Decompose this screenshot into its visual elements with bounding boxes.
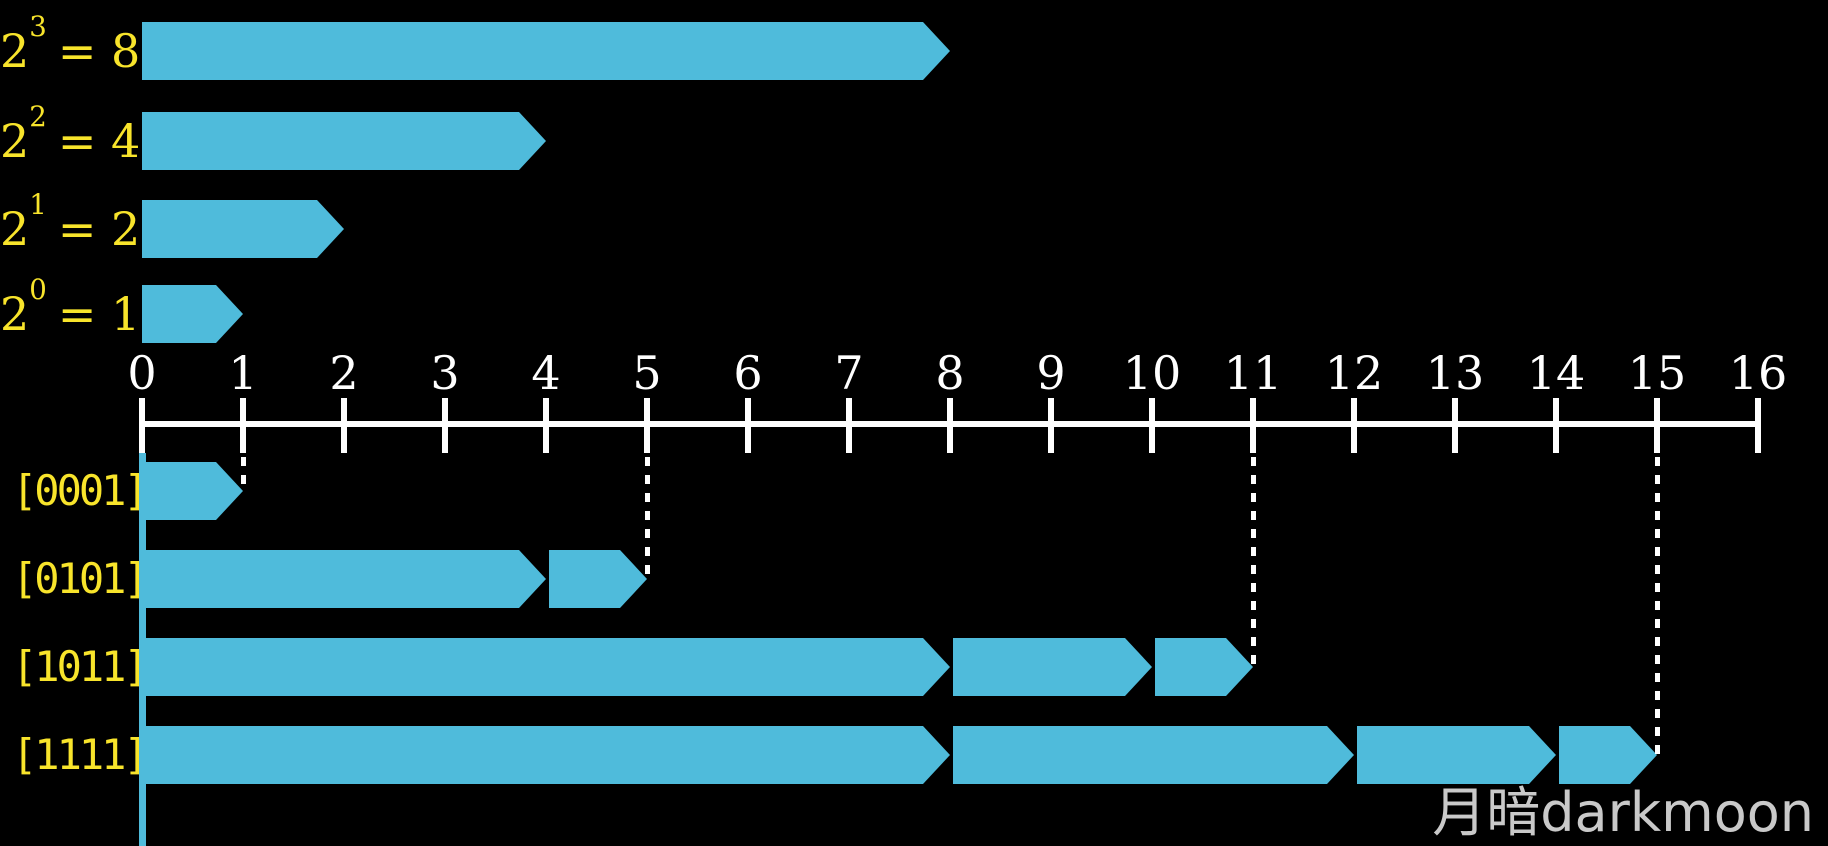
- tick-label: 1: [228, 346, 258, 400]
- power-row-label-part: 2: [0, 287, 30, 341]
- tick-label: 4: [531, 346, 561, 400]
- tick-label: 5: [632, 346, 662, 400]
- tick-mark: [947, 398, 953, 453]
- power-row-label: 23 = 8: [0, 12, 140, 80]
- tick-mark: [1654, 398, 1660, 453]
- dotted-marker-line: [1251, 457, 1256, 667]
- tick-mark: [543, 398, 549, 453]
- tick-label: 0: [127, 346, 157, 400]
- tick-mark: [1351, 398, 1357, 453]
- tick-mark: [1553, 398, 1559, 453]
- tick-mark: [1149, 398, 1155, 453]
- power-row-label-part: = 8: [57, 24, 141, 78]
- power-row-label-part: 2: [0, 202, 30, 256]
- power-row-label-part: = 2: [57, 202, 141, 256]
- power-row-label-part: 1: [29, 187, 47, 221]
- power-bar-segment: [142, 22, 950, 80]
- binary-bar-segment: [1155, 638, 1253, 696]
- power-row-label-part: 2: [0, 114, 30, 168]
- tick-mark: [341, 398, 347, 453]
- tick-label: 14: [1526, 346, 1586, 400]
- tick-mark: [745, 398, 751, 453]
- tick-mark: [1250, 398, 1256, 453]
- tick-label: 9: [1036, 346, 1066, 400]
- binary-bar-segment: [142, 462, 243, 520]
- tick-label: 13: [1425, 346, 1485, 400]
- power-bar-segment: [142, 285, 243, 343]
- tick-mark: [1755, 398, 1761, 453]
- binary-row-label: [0001]: [12, 466, 149, 515]
- binary-row-label: [1011]: [12, 642, 149, 691]
- tick-mark: [644, 398, 650, 453]
- tick-label: 7: [834, 346, 864, 400]
- tick-mark: [1452, 398, 1458, 453]
- tick-label: 6: [733, 346, 763, 400]
- binary-row-label: [0101]: [12, 554, 149, 603]
- tick-label: 8: [935, 346, 965, 400]
- binary-bar-segment: [549, 550, 647, 608]
- tick-mark: [240, 398, 246, 453]
- binary-bar-segment: [142, 638, 950, 696]
- zero-axis-line: [139, 453, 146, 846]
- tick-label: 2: [329, 346, 359, 400]
- binary-row-label: [1111]: [12, 730, 149, 779]
- tick-mark: [846, 398, 852, 453]
- dotted-marker-line: [1655, 457, 1660, 755]
- power-row-label: 20 = 1: [0, 275, 140, 343]
- power-row-label-part: 3: [29, 9, 47, 43]
- tick-mark: [139, 398, 145, 453]
- power-row-label: 21 = 2: [0, 190, 140, 258]
- power-row-label-part: = 1: [57, 287, 141, 341]
- tick-mark: [442, 398, 448, 453]
- power-row-label-part: 2: [0, 24, 30, 78]
- tick-label: 11: [1223, 346, 1283, 400]
- watermark: 月暗darkmoon: [1432, 780, 1814, 844]
- power-row-label: 22 = 4: [0, 102, 140, 170]
- binary-bar-segment: [953, 638, 1152, 696]
- binary-bar-segment: [142, 550, 546, 608]
- tick-label: 15: [1627, 346, 1687, 400]
- tick-label: 3: [430, 346, 460, 400]
- power-row-label-part: = 4: [57, 114, 141, 168]
- binary-bar-segment: [953, 726, 1354, 784]
- tick-label: 16: [1728, 346, 1788, 400]
- power-bar-segment: [142, 112, 546, 170]
- binary-bar-segment: [1559, 726, 1657, 784]
- power-row-label-part: 0: [29, 272, 47, 306]
- binary-bar-segment: [1357, 726, 1556, 784]
- binary-bar-segment: [142, 726, 950, 784]
- tick-label: 10: [1122, 346, 1182, 400]
- dotted-marker-line: [241, 457, 246, 491]
- tick-mark: [1048, 398, 1054, 453]
- power-bar-segment: [142, 200, 344, 258]
- power-row-label-part: 2: [29, 99, 47, 133]
- tick-label: 12: [1324, 346, 1384, 400]
- dotted-marker-line: [645, 457, 650, 579]
